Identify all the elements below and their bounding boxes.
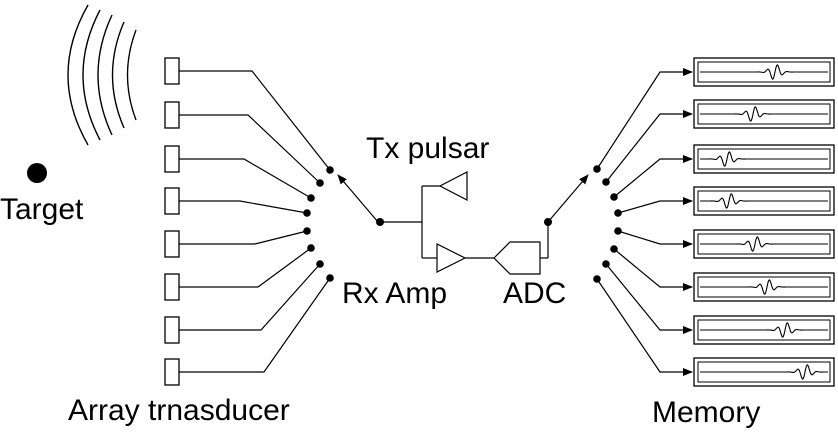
left-switch-wiring bbox=[179, 70, 331, 373]
tx-pulsar-icon bbox=[438, 171, 468, 201]
switch-contact-icon bbox=[602, 260, 610, 268]
waveform-icon bbox=[700, 193, 828, 209]
memory-cell-inner bbox=[697, 276, 831, 298]
switch-contact-icon bbox=[303, 227, 311, 235]
memory-channel-wire bbox=[596, 278, 693, 376]
memory-cell-inner bbox=[697, 190, 831, 212]
switch-contact-icon bbox=[303, 209, 311, 217]
left-switch-arm bbox=[337, 174, 379, 223]
transducer-element-icon bbox=[164, 230, 180, 258]
switch-contact-icon bbox=[610, 193, 618, 201]
transducer-element-icon bbox=[164, 358, 180, 386]
transducer-element-icon bbox=[164, 145, 180, 173]
memory-channel-wire bbox=[596, 68, 693, 170]
central-wiring bbox=[380, 185, 494, 259]
waveform-icon bbox=[700, 236, 828, 252]
waveform-icon bbox=[700, 64, 828, 80]
switch-contact-icon bbox=[316, 260, 324, 268]
switch-contact-icon bbox=[593, 165, 601, 173]
sound-wave-icon bbox=[67, 4, 137, 146]
transducer-wire bbox=[179, 158, 312, 199]
switch-contact-icon bbox=[593, 275, 601, 283]
memory-label: Memory bbox=[652, 396, 760, 429]
memory-cell-inner bbox=[697, 148, 831, 170]
transducer-element-icon bbox=[164, 273, 180, 301]
waveform-icon bbox=[700, 279, 828, 295]
switch-contact-icon bbox=[614, 227, 622, 235]
right-switch-contacts bbox=[593, 165, 622, 283]
rx-amp-label: Rx Amp bbox=[342, 277, 447, 310]
memory-channel-wire bbox=[605, 263, 693, 334]
memory-bank bbox=[693, 57, 835, 387]
switch-contact-icon bbox=[326, 166, 334, 174]
right-switch-arm bbox=[547, 174, 589, 223]
transducer-element-icon bbox=[164, 187, 180, 215]
memory-cell-inner bbox=[697, 61, 831, 83]
right-switch-wiring bbox=[596, 68, 693, 376]
switch-contact-icon bbox=[610, 245, 618, 253]
transducer-wire bbox=[179, 200, 308, 214]
memory-channel-wire bbox=[613, 248, 693, 291]
memory-channel-wire bbox=[605, 110, 693, 183]
transducer-wire bbox=[179, 263, 321, 331]
transducer-element-icon bbox=[164, 316, 180, 344]
transducer-wire bbox=[179, 114, 321, 184]
switch-contact-icon bbox=[307, 194, 315, 202]
switch-contact-icon bbox=[316, 179, 324, 187]
memory-channel-wire bbox=[617, 230, 693, 248]
transducer-wire bbox=[179, 247, 312, 288]
switch-contact-icon bbox=[614, 209, 622, 217]
switch-contact-icon bbox=[326, 274, 334, 282]
left-switch-contacts bbox=[303, 166, 334, 282]
array-transducer bbox=[164, 57, 180, 386]
memory-channel-wire bbox=[613, 155, 693, 198]
transducer-wire bbox=[179, 230, 308, 245]
memory-channel-wire bbox=[617, 197, 693, 214]
memory-cell-inner bbox=[697, 233, 831, 255]
target-label: Target bbox=[0, 193, 84, 226]
array-transducer-label: Array trnasducer bbox=[68, 394, 290, 427]
memory-cell-inner bbox=[697, 103, 831, 125]
waveform-icon bbox=[700, 151, 828, 167]
transducer-element-icon bbox=[164, 57, 180, 85]
rx-amp-icon bbox=[436, 243, 467, 273]
adc-icon bbox=[493, 241, 541, 275]
switch-contact-icon bbox=[307, 244, 315, 252]
adc-output-wiring bbox=[540, 222, 549, 259]
adc-label: ADC bbox=[503, 277, 566, 310]
transducer-wire bbox=[179, 70, 331, 171]
tx-pulsar-label: Tx pulsar bbox=[366, 132, 489, 165]
transducer-wire bbox=[179, 277, 331, 373]
target-dot-icon bbox=[27, 163, 47, 183]
memory-cell-inner bbox=[697, 361, 831, 383]
waveform-icon bbox=[700, 106, 828, 122]
transducer-element-icon bbox=[164, 101, 180, 129]
memory-cell-inner bbox=[697, 319, 831, 341]
waveform-icon bbox=[700, 322, 828, 338]
switch-contact-icon bbox=[602, 178, 610, 186]
waveform-icon bbox=[700, 364, 828, 380]
